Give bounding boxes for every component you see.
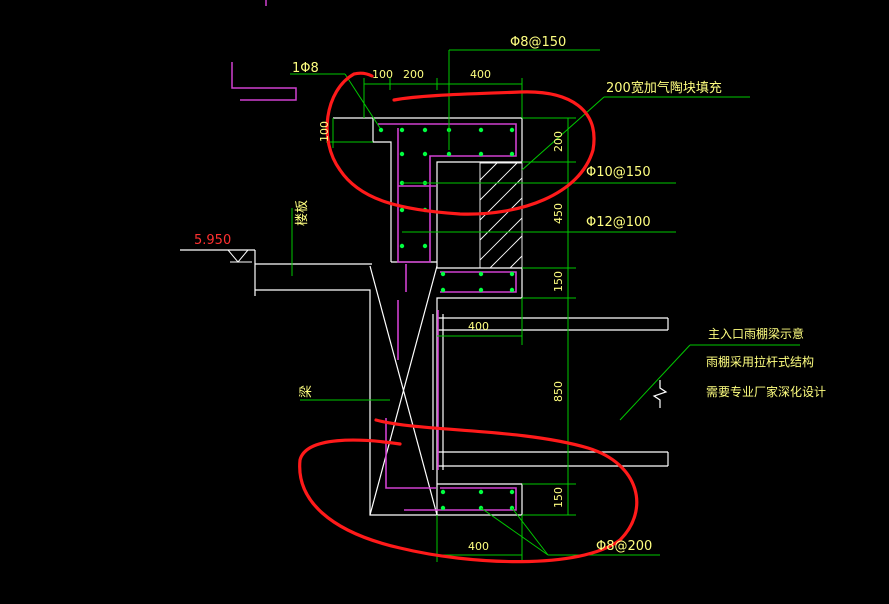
dim-200-right: 200	[552, 131, 565, 152]
label-beam: 梁	[299, 385, 314, 398]
dim-200-top: 200	[403, 68, 424, 81]
label-rebar-top: Φ8@150	[510, 35, 566, 50]
dim-450: 450	[552, 203, 565, 224]
label-rebar-bottom: Φ8@200	[596, 539, 652, 554]
dim-400-top: 400	[470, 68, 491, 81]
dim-150-mid: 150	[552, 271, 565, 292]
dim-100-top: 100	[372, 68, 393, 81]
aerated-block-fill	[479, 162, 523, 269]
corner-detail-fragment	[231, 0, 297, 101]
dim-100-left: 100	[318, 121, 331, 142]
label-one-phi8: 1Φ8	[292, 61, 319, 76]
label-rebar-mid: Φ10@150	[586, 165, 651, 180]
note-line-3: 需要专业厂家深化设计	[706, 384, 826, 399]
dim-400-bottom: 400	[468, 540, 489, 553]
dim-150-bottom: 150	[552, 487, 565, 508]
note-line-2: 雨棚采用拉杆式结构	[706, 354, 814, 369]
dim-400-mid: 400	[468, 320, 489, 333]
dim-850: 850	[552, 381, 565, 402]
label-rebar-side: Φ12@100	[586, 215, 651, 230]
label-slab: 楼板	[295, 200, 310, 226]
markup-circles	[298, 71, 639, 564]
label-fill-note: 200宽加气陶块填充	[606, 80, 722, 96]
elevation-marker	[192, 249, 252, 263]
label-elevation: 5.950	[194, 233, 231, 248]
rebar-lines	[378, 123, 517, 511]
leader-lines	[290, 49, 800, 562]
rebar-dots	[378, 127, 515, 511]
note-line-1: 主入口雨棚梁示意	[708, 326, 804, 341]
